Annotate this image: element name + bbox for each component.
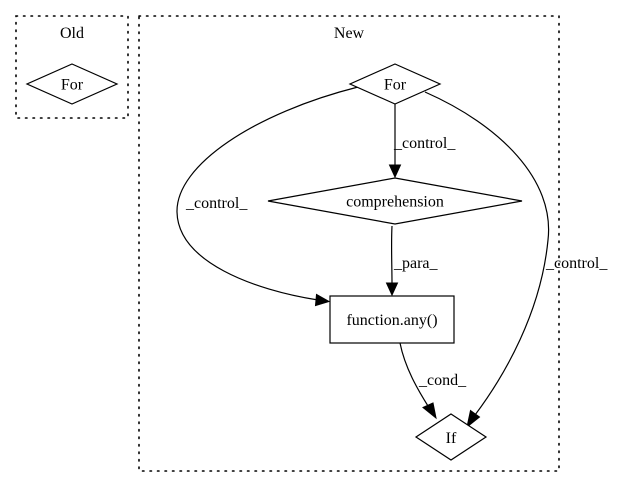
edge-function-any-if-line bbox=[399, 342, 429, 407]
node-old-for-shape bbox=[25, 63, 119, 105]
edge-comprehension-function-any: _para_ bbox=[385, 225, 439, 297]
node-function-any[interactable]: function.any() bbox=[329, 295, 455, 344]
edge-comprehension-function-any-label: _para_ bbox=[393, 255, 439, 272]
edge-for-comprehension-arrowhead bbox=[388, 164, 402, 179]
node-comprehension[interactable]: comprehension bbox=[267, 177, 523, 225]
edge-function-any-if-label: _cond_ bbox=[418, 372, 467, 389]
node-comprehension-label: comprehension bbox=[346, 194, 444, 211]
cluster-new-border bbox=[138, 15, 560, 472]
cluster-old: Old bbox=[15, 15, 129, 119]
node-new-for-label: For bbox=[384, 77, 407, 94]
edge-for-function-any-line bbox=[176, 86, 359, 301]
edge-for-if-line bbox=[424, 91, 550, 416]
edge-comprehension-function-any-arrowhead bbox=[385, 282, 399, 297]
cluster-old-border bbox=[15, 15, 129, 119]
node-if[interactable]: If bbox=[414, 413, 488, 461]
edge-function-any-if: _cond_ bbox=[399, 342, 467, 420]
cluster-new-label: New bbox=[334, 25, 365, 42]
node-if-shape bbox=[414, 413, 488, 461]
edge-for-if-label: _control_ bbox=[545, 255, 608, 272]
edge-for-function-any: _control_ bbox=[176, 86, 359, 307]
cluster-new: New bbox=[138, 15, 560, 472]
node-old-for-label: For bbox=[61, 77, 84, 94]
node-old-for[interactable]: For bbox=[25, 63, 119, 105]
edges: _control_ _control_ _control_ _para_ _co… bbox=[176, 86, 608, 429]
edge-function-any-if-arrowhead bbox=[422, 402, 437, 420]
edge-for-comprehension: _control_ bbox=[388, 102, 456, 179]
edge-for-if-arrowhead bbox=[466, 409, 481, 429]
edge-for-function-any-label: _control_ bbox=[185, 195, 248, 212]
node-comprehension-shape bbox=[267, 177, 523, 225]
node-if-label: If bbox=[446, 430, 457, 447]
edge-for-comprehension-label: _control_ bbox=[393, 135, 456, 152]
cluster-old-label: Old bbox=[60, 25, 84, 42]
node-function-any-label: function.any() bbox=[346, 312, 437, 329]
node-new-for[interactable]: For bbox=[348, 63, 442, 105]
nodes: For For comprehension function.any() If bbox=[25, 63, 523, 461]
edge-for-function-any-arrowhead bbox=[314, 293, 331, 307]
node-new-for-shape bbox=[348, 63, 442, 105]
edge-for-if: _control_ bbox=[424, 91, 608, 429]
node-function-any-shape bbox=[329, 295, 455, 344]
